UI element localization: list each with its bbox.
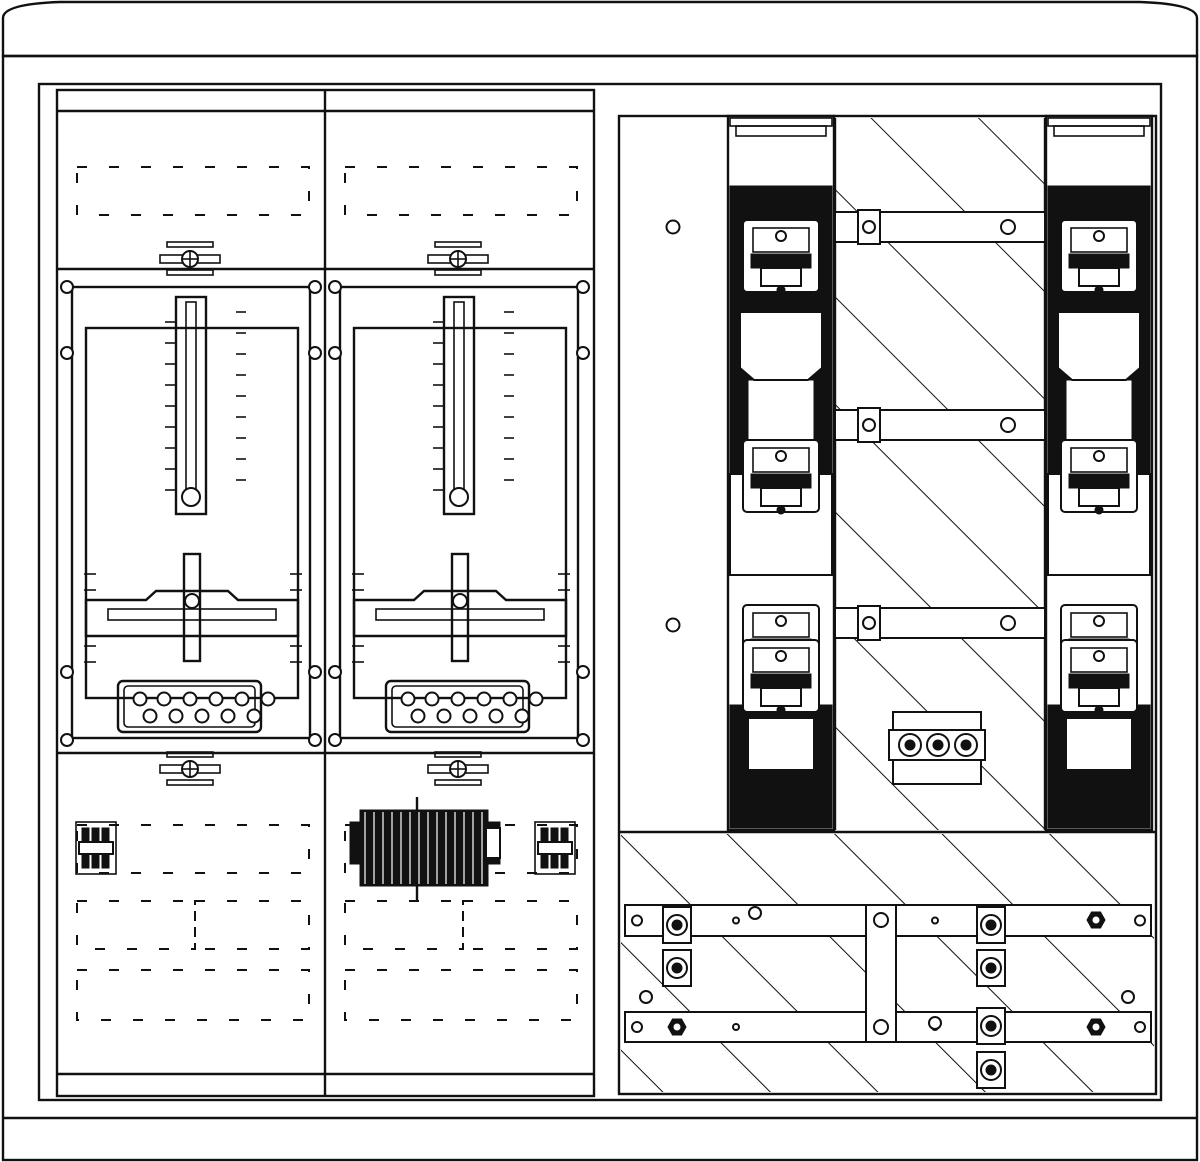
- terminal-pole: [450, 691, 466, 707]
- rail-clamp-icon: [662, 949, 692, 987]
- lower-meter-compartments: [75, 751, 578, 1021]
- rail-clamp-icon: [976, 1051, 1006, 1089]
- terminal-pole: [234, 691, 250, 707]
- terminal-pole: [400, 691, 416, 707]
- mounting-hole: [60, 665, 74, 679]
- busbar-3: [834, 605, 1046, 641]
- fuse-holder-icon: [742, 639, 820, 715]
- rail-clamp-icon: [976, 949, 1006, 987]
- terminal-pole: [142, 708, 158, 724]
- lower-compartment-2: [344, 751, 578, 1021]
- label-area: [76, 900, 196, 950]
- meter-section-frame: [55, 88, 596, 1098]
- rail-clamp-icon: [976, 906, 1006, 944]
- latch-screw-icon: [159, 751, 221, 786]
- latch-screw-icon: [427, 751, 489, 786]
- busbar-2: [834, 407, 1046, 443]
- fuse-holder-icon: [742, 439, 820, 515]
- mounting-hole: [60, 280, 74, 294]
- fuse-holder-icon: [742, 219, 820, 295]
- terminal-pole: [168, 708, 184, 724]
- fuse-holder-icon: [1060, 219, 1138, 295]
- meter-panel-2: [328, 166, 590, 747]
- mounting-hole: [328, 665, 342, 679]
- mounting-hole: [60, 733, 74, 747]
- connection-plate: [888, 711, 986, 785]
- fuse-strip-1: [726, 114, 836, 832]
- fuse-strips: [726, 114, 1154, 832]
- terminal-pole: [260, 691, 276, 707]
- small-terminal-block-icon: [75, 821, 117, 875]
- mounting-hole: [576, 665, 590, 679]
- terminal-pole: [462, 708, 478, 724]
- label-area: [76, 166, 310, 216]
- label-area: [76, 969, 310, 1021]
- label-area: [344, 969, 578, 1021]
- terminal-pole: [436, 708, 452, 724]
- clamp-post: [182, 552, 202, 663]
- hex-nut-icon: [1086, 911, 1106, 929]
- terminal-pole: [182, 691, 198, 707]
- clamp-post: [450, 552, 470, 663]
- fuse-holder-icon: [1060, 639, 1138, 715]
- terminal-strip: [116, 679, 276, 734]
- terminal-pole: [502, 691, 518, 707]
- rail-clamp-icon: [976, 1007, 1006, 1045]
- fuse-holder-icon: [1060, 439, 1138, 515]
- clamp-bar: [84, 589, 300, 638]
- rail-clamp-icon: [662, 906, 692, 944]
- terminal-pole: [156, 691, 172, 707]
- mounting-hole: [308, 665, 322, 679]
- label-area: [344, 900, 464, 950]
- hex-nut-icon: [667, 1018, 687, 1036]
- terminal-pole: [246, 708, 262, 724]
- mounting-hole: [328, 733, 342, 747]
- label-area: [76, 824, 310, 874]
- latch-screw-icon: [159, 241, 221, 276]
- meter-panels: [60, 166, 590, 747]
- fuse-strip-2: [1044, 114, 1154, 832]
- label-area: [344, 166, 578, 216]
- mounting-plate: [70, 285, 312, 740]
- mounting-hole: [576, 280, 590, 294]
- terminal-pole: [208, 691, 224, 707]
- terminal-pole: [194, 708, 210, 724]
- busbar-1: [834, 209, 1046, 245]
- terminal-pole: [424, 691, 440, 707]
- mounting-hole: [60, 346, 74, 360]
- mounting-hole: [576, 733, 590, 747]
- meter-panel-1: [60, 166, 322, 747]
- din-rail-terminal-block: [349, 797, 501, 900]
- mounting-hole: [308, 280, 322, 294]
- terminal-pole: [132, 691, 148, 707]
- terminal-strip: [384, 679, 544, 734]
- terminal-pole: [514, 708, 530, 724]
- mounting-hole: [328, 346, 342, 360]
- clamp-bar: [352, 589, 568, 638]
- mounting-hole: [328, 280, 342, 294]
- scale-bar: [174, 295, 208, 516]
- hex-nut-icon: [1086, 1018, 1106, 1036]
- latch-screw-icon: [427, 241, 489, 276]
- label-area: [462, 900, 578, 950]
- lower-compartment-1: [76, 751, 310, 1021]
- ground-rails: [624, 904, 1152, 1089]
- mounting-hole: [308, 733, 322, 747]
- mounting-hole: [308, 346, 322, 360]
- terminal-pole: [488, 708, 504, 724]
- terminal-pole: [220, 708, 236, 724]
- terminal-pole: [476, 691, 492, 707]
- label-area: [194, 900, 310, 950]
- scale-bar: [442, 295, 476, 516]
- mounting-plate: [338, 285, 580, 740]
- mounting-hole: [576, 346, 590, 360]
- label-area: [344, 824, 578, 874]
- small-terminal-block-icon: [534, 821, 576, 875]
- terminal-pole: [410, 708, 426, 724]
- terminal-pole: [528, 691, 544, 707]
